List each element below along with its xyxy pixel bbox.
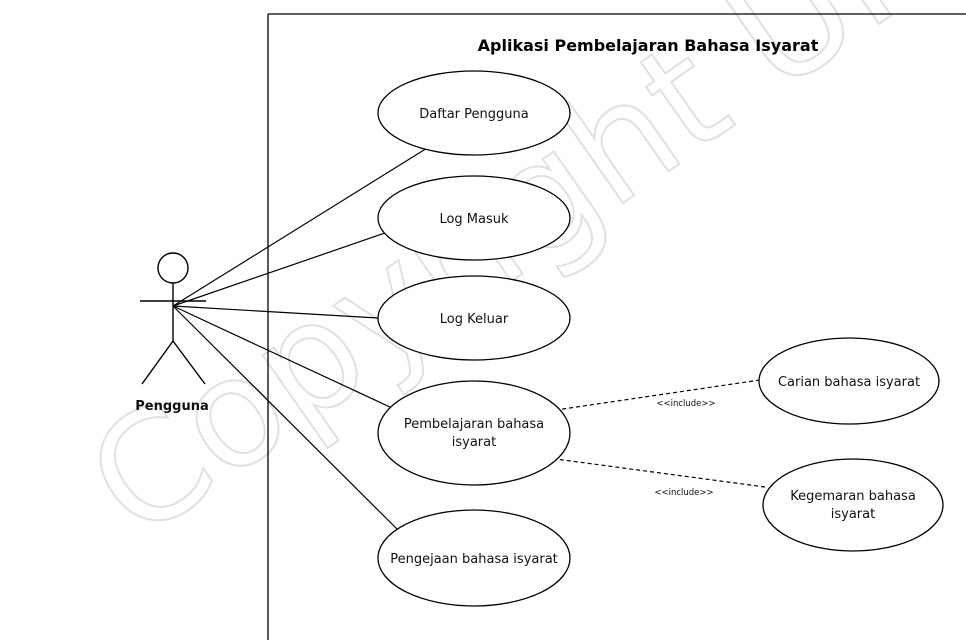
use-case-daftar-pengguna[interactable]: Daftar Pengguna (377, 70, 571, 156)
use-case-pengejaan-bahasa-isyarat[interactable]: Pengejaan bahasa isyarat (377, 509, 571, 607)
assoc-pembelajaran (172, 305, 393, 409)
use-case-label-line-1: Pembelajaran bahasa (404, 417, 544, 432)
use-case-ellipse (377, 509, 571, 607)
use-case-label: Log Keluar (440, 312, 509, 327)
include-kegemaran-label: <<include>> (654, 488, 713, 498)
use-case-label-line-2: isyarat (452, 435, 496, 450)
actor-right-leg (172, 340, 206, 385)
use-case-label: Log Masuk (439, 212, 509, 227)
actor-label: Pengguna (135, 399, 209, 414)
use-case-carian-bahasa-isyarat[interactable]: Carian bahasa isyarat (758, 337, 940, 425)
use-case-label-line-1: Kegemaran bahasa (790, 489, 916, 504)
use-case-label-line-2: isyarat (831, 507, 875, 522)
actor-pengguna[interactable]: Pengguna (135, 252, 209, 414)
include-relations: <<include>> <<include>> (556, 379, 766, 498)
associations (172, 144, 433, 531)
use-case-log-masuk[interactable]: Log Masuk (377, 175, 571, 261)
system-boundary: Aplikasi Pembelajaran Bahasa Isyarat (267, 13, 966, 640)
assoc-daftar (172, 144, 433, 307)
include-carian-label: <<include>> (656, 399, 715, 409)
use-case-ellipse (377, 275, 571, 361)
include-kegemaran-line (556, 459, 766, 488)
actor-left-leg (141, 340, 174, 385)
system-title: Aplikasi Pembelajaran Bahasa Isyarat (478, 36, 819, 55)
assoc-log-keluar (172, 305, 379, 319)
assoc-pengejaan (172, 305, 399, 531)
use-case-label: Pengejaan bahasa isyarat (390, 552, 558, 567)
use-case-ellipse (377, 70, 571, 156)
assoc-log-masuk (172, 232, 386, 307)
use-case-ellipse (377, 380, 571, 486)
include-carian-line (556, 379, 761, 410)
use-case-log-keluar[interactable]: Log Keluar (377, 275, 571, 361)
use-case-pembelajaran-bahasa-isyarat[interactable]: Pembelajaran bahasa isyarat (377, 380, 571, 486)
use-case-ellipse (758, 337, 940, 425)
use-case-ellipse (377, 175, 571, 261)
actor-head (157, 252, 189, 284)
use-case-label: Carian bahasa isyarat (778, 375, 920, 390)
use-case-kegemaran-bahasa-isyarat[interactable]: Kegemaran bahasa isyarat (762, 458, 944, 552)
use-case-label: Daftar Pengguna (419, 107, 528, 122)
use-case-ellipse (762, 458, 944, 552)
